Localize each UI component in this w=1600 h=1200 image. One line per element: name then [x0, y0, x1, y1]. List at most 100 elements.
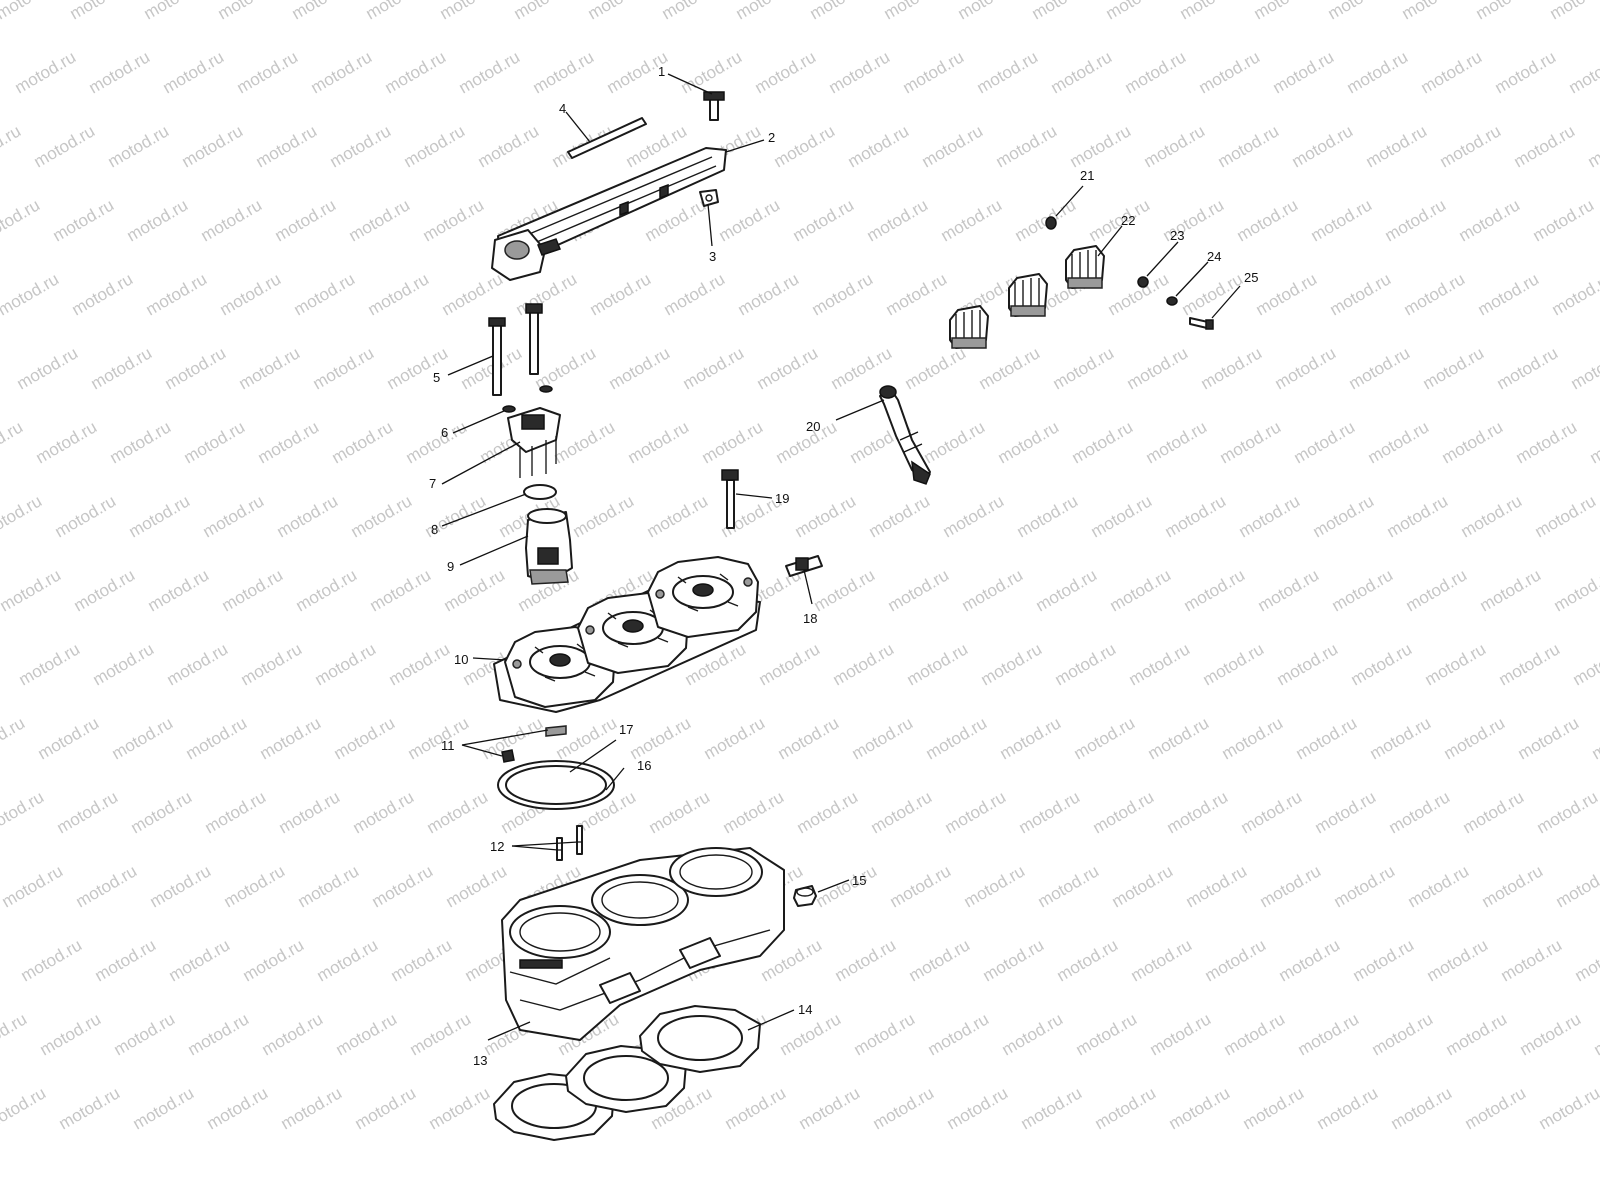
watermark-text: motod.ru: [1270, 47, 1338, 97]
watermark-text: motod.ru: [420, 195, 488, 245]
watermark-text: motod.ru: [401, 121, 469, 171]
watermark-text: motod.ru: [1399, 0, 1467, 23]
watermark-text: motod.ru: [69, 269, 137, 319]
watermark-text: motod.ru: [1272, 343, 1340, 393]
watermark-text: motod.ru: [1382, 195, 1450, 245]
watermark-text: motod.ru: [1405, 861, 1473, 911]
watermark-text: motod.ru: [1048, 47, 1116, 97]
part-24-washer: [1166, 296, 1178, 306]
watermark-text: motod.ru: [752, 47, 820, 97]
callout-3: 3: [709, 249, 716, 264]
watermark-text: motod.ru: [999, 1009, 1067, 1059]
watermark-text: motod.ru: [1532, 491, 1600, 541]
watermark-text: motod.ru: [128, 787, 196, 837]
watermark-text: motod.ru: [240, 935, 308, 985]
watermark-text: motod.ru: [1073, 1009, 1141, 1059]
watermark-text: motod.ru: [511, 0, 579, 23]
watermark-text: motod.ru: [771, 121, 839, 171]
watermark-text: motod.ru: [1012, 195, 1080, 245]
watermark-text: motod.ru: [1403, 565, 1471, 615]
watermark-text: motod.ru: [346, 195, 414, 245]
watermark-text: motod.ru: [166, 935, 234, 985]
part-21-nut: [1045, 216, 1057, 230]
watermark-text: motod.ru: [625, 417, 693, 467]
watermark-text: motod.ru: [1128, 935, 1196, 985]
watermark-text: motod.ru: [272, 195, 340, 245]
watermark-text: motod.ru: [790, 195, 858, 245]
watermark-text: motod.ru: [73, 861, 141, 911]
callout-22: 22: [1121, 213, 1135, 228]
watermark-text: motod.ru: [1092, 1083, 1160, 1133]
callout-leaders: [441, 73, 1241, 1041]
watermark-text: motod.ru: [1181, 565, 1249, 615]
watermark-text: motod.ru: [1566, 47, 1600, 97]
watermark-text: motod.ru: [1105, 269, 1173, 319]
watermark-text: motod.ru: [1088, 491, 1156, 541]
watermark-text: motod.ru: [870, 1083, 938, 1133]
watermark-text: motod.ru: [1162, 491, 1230, 541]
watermark-text: motod.ru: [289, 0, 357, 23]
watermark-text: motod.ru: [887, 861, 955, 911]
watermark-text: motod.ru: [1325, 0, 1393, 23]
watermark-text: motod.ru: [735, 269, 803, 319]
watermark-text: motod.ru: [348, 491, 416, 541]
watermark-text: motod.ru: [1456, 195, 1524, 245]
part-19-bolt: [721, 469, 739, 529]
callout-19: 19: [775, 491, 789, 506]
watermark-text: motod.ru: [1424, 935, 1492, 985]
part-11-dowel-pins: [501, 725, 567, 763]
watermark-text: motod.ru: [1344, 47, 1412, 97]
watermark-text: motod.ru: [200, 491, 268, 541]
watermark-text: motod.ru: [883, 269, 951, 319]
part-4-seal-strip: [567, 117, 647, 159]
watermark-text: motod.ru: [12, 47, 80, 97]
callout-1: 1: [658, 64, 665, 79]
part-3-small-gasket: [699, 189, 719, 207]
watermark-text: motod.ru: [162, 343, 230, 393]
watermark-text: motod.ru: [56, 1083, 124, 1133]
watermark-text: motod.ru: [923, 713, 991, 763]
part-15-nut: [793, 885, 817, 907]
watermark-text: motod.ru: [1384, 491, 1452, 541]
watermark-text: motod.ru: [111, 1009, 179, 1059]
watermark-text: motod.ru: [961, 861, 1029, 911]
callout-20: 20: [806, 419, 820, 434]
watermark-text: motod.ru: [881, 0, 949, 23]
watermark-text: motod.ru: [1310, 491, 1378, 541]
watermark-text: motod.ru: [327, 121, 395, 171]
watermark-text: motod.ru: [845, 121, 913, 171]
watermark-text: motod.ru: [1388, 1083, 1456, 1133]
watermark-text: motod.ru: [942, 787, 1010, 837]
watermark-text: motod.ru: [293, 565, 361, 615]
watermark-text: motod.ru: [185, 1009, 253, 1059]
callout-2: 2: [768, 130, 775, 145]
watermark-text: motod.ru: [278, 1083, 346, 1133]
watermark-text: motod.ru: [295, 861, 363, 911]
watermark-text: motod.ru: [997, 713, 1065, 763]
callout-6: 6: [441, 425, 448, 440]
watermark-text: motod.ru: [164, 639, 232, 689]
watermark-text: motod.ru: [976, 343, 1044, 393]
watermark-text: motod.ru: [183, 713, 251, 763]
watermark-text: motod.ru: [1221, 1009, 1289, 1059]
watermark-text: motod.ru: [1179, 269, 1247, 319]
watermark-text: motod.ru: [16, 639, 84, 689]
watermark-text: motod.ru: [1086, 195, 1154, 245]
watermark-text: motod.ru: [959, 565, 1027, 615]
callout-17: 17: [619, 722, 633, 737]
watermark-text: motod.ru: [1177, 0, 1245, 23]
watermark-text: motod.ru: [1293, 713, 1361, 763]
callout-9: 9: [447, 559, 454, 574]
watermark-text: motod.ru: [147, 861, 215, 911]
watermark-text: motod.ru: [234, 47, 302, 97]
watermark-text: motod.ru: [88, 343, 156, 393]
watermark-text: motod.ru: [900, 47, 968, 97]
watermark-text: motod.ru: [680, 343, 748, 393]
callout-10: 10: [454, 652, 468, 667]
watermark-text: motod.ru: [530, 47, 598, 97]
watermark-text: motod.ru: [54, 787, 122, 837]
watermark-text: motod.ru: [756, 639, 824, 689]
watermark-text: motod.ru: [204, 1083, 272, 1133]
watermark-text: motod.ru: [1477, 565, 1545, 615]
